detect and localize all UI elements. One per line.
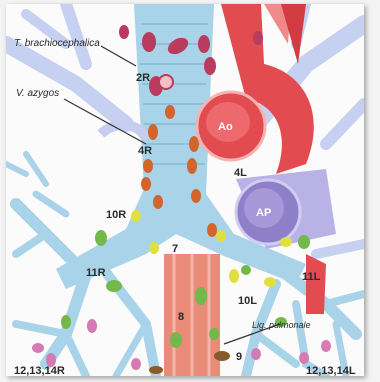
lymph-node (251, 348, 261, 360)
mediastinal-lymph-node-map: T. brachiocephalica V. azygos Lig. pulmo… (6, 4, 364, 376)
label-11R: 11R (86, 267, 106, 279)
lymph-node (187, 158, 197, 174)
label-pulmonary-artery: AP (256, 207, 271, 219)
descending-aorta (306, 254, 326, 314)
lymph-node (142, 32, 156, 52)
lymph-node (159, 75, 173, 89)
lymph-node (298, 235, 310, 249)
label-12-14L: 12,13,14L (306, 365, 356, 376)
lymph-node (191, 189, 201, 203)
label-11L: 11L (302, 271, 321, 283)
lymph-node (131, 358, 141, 370)
label-8: 8 (178, 311, 184, 323)
label-azygos: V. azygos (16, 88, 59, 99)
lymph-node (87, 319, 97, 333)
label-4R: 4R (138, 145, 152, 157)
lymph-node (189, 136, 199, 152)
lymph-node (216, 230, 226, 242)
label-brachiocephalic: T. brachiocephalica (14, 38, 100, 49)
lymph-node (253, 31, 263, 45)
lymph-node (95, 230, 107, 246)
label-9: 9 (236, 351, 242, 363)
lymph-node (119, 25, 129, 39)
label-10R: 10R (106, 209, 126, 221)
lymph-node (229, 269, 239, 283)
lymph-node (131, 210, 141, 222)
lymph-node (165, 105, 175, 119)
diagram-canvas: T. brachiocephalica V. azygos Lig. pulmo… (6, 4, 364, 376)
label-lig-pulmonale: Lig. pulmonale (252, 320, 311, 330)
lymph-node (241, 265, 251, 275)
lymph-node (280, 237, 292, 247)
lymph-node (141, 177, 151, 191)
lymph-node (264, 277, 276, 287)
label-7: 7 (172, 243, 178, 255)
lymph-node (214, 351, 230, 361)
lymph-node (149, 366, 163, 374)
lymph-node (149, 242, 159, 254)
label-12-14R: 12,13,14R (14, 365, 65, 376)
right-bronchial-tree (6, 154, 156, 376)
lymph-node (209, 328, 219, 340)
label-4L: 4L (234, 167, 247, 179)
lymph-node (61, 315, 71, 329)
lymph-node (153, 195, 163, 209)
lymph-node (148, 124, 158, 140)
label-10L: 10L (238, 295, 257, 307)
esophagus (164, 254, 220, 376)
lymph-node (143, 159, 153, 173)
lymph-node (198, 35, 210, 53)
lymph-node (321, 340, 331, 352)
label-aorta: Ao (218, 121, 233, 133)
lymph-node (170, 332, 182, 348)
lymph-node (299, 352, 309, 364)
label-2R: 2R (136, 72, 150, 84)
lymph-node (195, 287, 207, 305)
lymph-node (204, 57, 216, 75)
lymph-node (207, 223, 217, 237)
lymph-node (106, 280, 122, 292)
lymph-node (32, 343, 44, 353)
aortic-arch (197, 4, 314, 174)
